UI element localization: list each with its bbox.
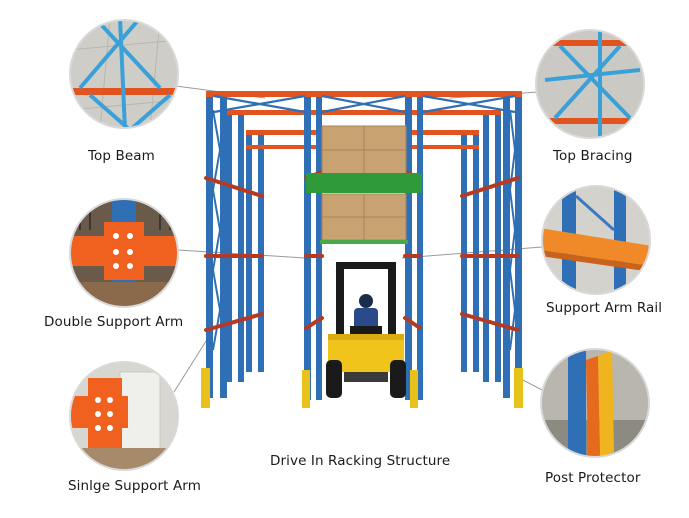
label-top-beam: Top Beam	[88, 148, 155, 164]
center-uprights	[304, 92, 423, 400]
label-top-bracing: Top Bracing	[553, 148, 633, 164]
top-beam-frame	[206, 91, 522, 114]
post-protector-detail	[540, 348, 650, 458]
forklift	[326, 262, 406, 398]
label-double-support-arm: Double Support Arm	[44, 314, 184, 330]
pallet-loads	[306, 125, 422, 244]
label-support-arm-rail: Support Arm Rail	[546, 300, 663, 316]
diagram-caption: Drive In Racking Structure	[270, 453, 451, 469]
racking-structure	[201, 91, 523, 408]
label-single-support-arm: Sinlge Support Arm	[68, 478, 201, 494]
middle-frame	[226, 110, 501, 382]
front-right-upright	[503, 92, 522, 398]
label-post-protector: Post Protector	[545, 470, 641, 486]
single-support-arm-detail	[69, 361, 179, 471]
top-bracing-detail	[535, 29, 645, 139]
support-arm-rail-detail	[541, 185, 651, 295]
post-protectors	[201, 368, 523, 408]
top-beam-detail	[69, 19, 179, 129]
front-left-upright	[206, 92, 227, 398]
double-support-arm-detail	[69, 198, 179, 308]
